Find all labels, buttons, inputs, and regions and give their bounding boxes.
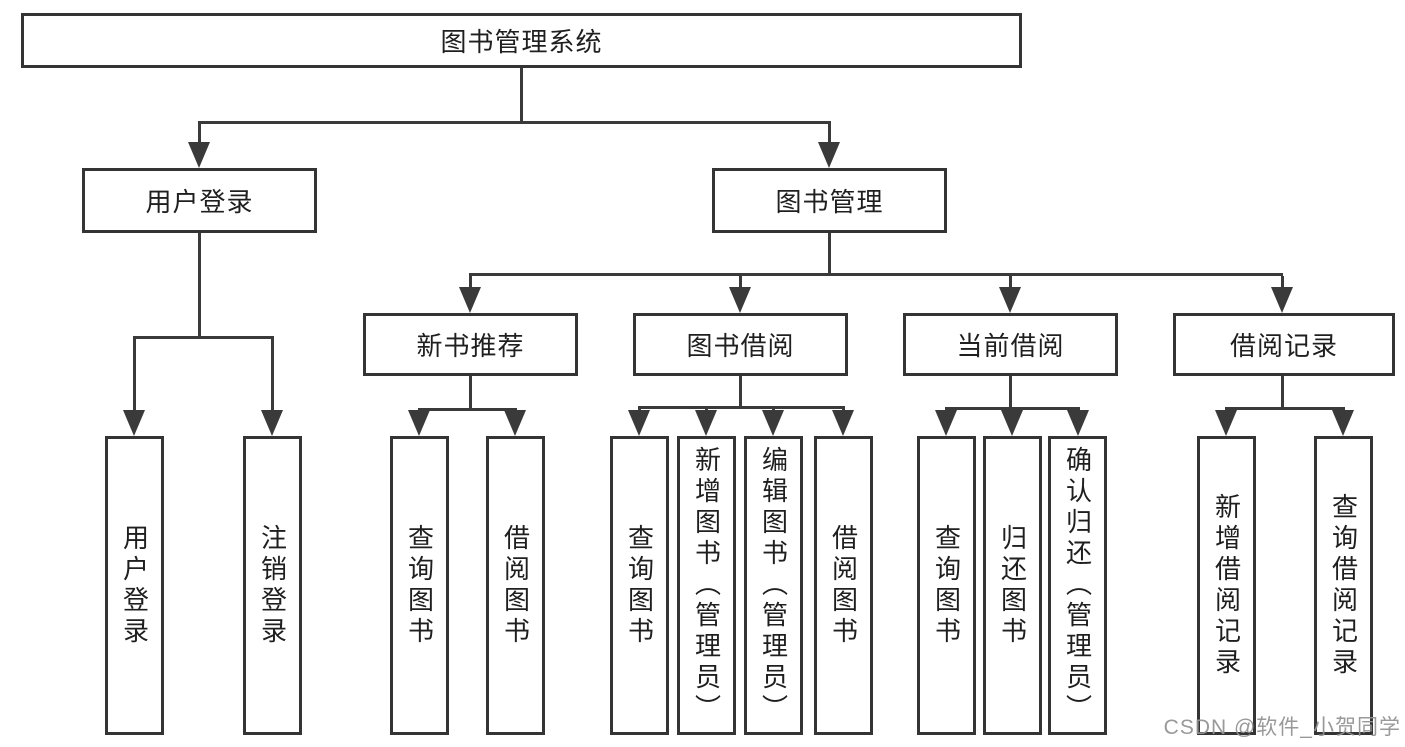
node-leaf-borrow-books-recommend: 借阅图书 [486,436,545,735]
connector-line [739,376,742,409]
connector-line [198,233,201,339]
node-book-borrowing: 图书借阅 [633,313,848,376]
arrowhead-down-icon [935,410,957,436]
connector-line [469,273,1283,276]
node-label: 借阅图书 [500,523,531,648]
node-label: 查询图书 [624,523,655,648]
connector-line [1281,276,1284,289]
connector-line [828,124,831,146]
arrowhead-down-icon [818,142,840,168]
node-label: 图书借阅 [686,331,795,361]
arrowhead-down-icon [695,410,717,436]
node-label: 图书管理 [775,187,884,217]
node-label: 新书推荐 [416,331,525,361]
node-label: 用户登录 [145,187,254,217]
connector-line [469,376,472,411]
node-label: 查询图书 [931,523,962,648]
arrowhead-down-icon [1332,410,1354,436]
node-book-management: 图书管理 [712,168,947,233]
arrowhead-down-icon [408,410,430,436]
node-label: 借阅记录 [1229,331,1338,361]
connector-line [418,408,517,411]
node-leaf-add-borrow-record: 新增借阅记录 [1197,436,1256,735]
connector-line [828,233,831,276]
node-leaf-query-borrow-record: 查询借阅记录 [1314,436,1373,735]
node-current-borrowing: 当前借阅 [903,313,1118,376]
node-library-system: 图书管理系统 [21,13,1022,68]
node-label: 借阅图书 [828,523,859,648]
node-label: 当前借阅 [956,331,1065,361]
node-leaf-borrow-books: 借阅图书 [814,436,873,735]
arrowhead-down-icon [1215,410,1237,436]
connector-line [739,276,742,289]
node-label: 用户登录 [119,523,150,648]
arrowhead-down-icon [762,410,784,436]
connector-line [133,339,136,412]
node-label: 编辑图书（管理员） [758,446,789,725]
node-leaf-logout: 注销登录 [243,436,302,735]
arrowhead-down-icon [1271,287,1293,313]
connector-line [271,339,274,412]
node-leaf-query-books-recommend: 查询图书 [390,436,449,735]
arrowhead-down-icon [504,410,526,436]
node-new-book-recommendation: 新书推荐 [363,313,578,376]
node-leaf-confirm-return-admin: 确认归还（管理员） [1048,436,1107,735]
watermark: CSDN @软件_小贺同学 [1163,716,1401,739]
arrowhead-down-icon [628,410,650,436]
node-label: 查询借阅记录 [1328,492,1359,679]
arrowhead-down-icon [459,287,481,313]
node-user-login: 用户登录 [82,168,317,233]
node-label: 新增借阅记录 [1211,492,1242,679]
node-leaf-add-books-admin: 新增图书（管理员） [677,436,736,735]
arrowhead-down-icon [1067,410,1089,436]
connector-line [133,336,274,339]
arrowhead-down-icon [729,287,751,313]
arrowhead-down-icon [999,287,1021,313]
node-leaf-edit-books-admin: 编辑图书（管理员） [744,436,803,735]
node-label: 查询图书 [404,523,435,648]
connector-line [1225,407,1345,410]
arrowhead-down-icon [261,410,283,436]
node-leaf-query-books-borrow: 查询图书 [610,436,669,735]
node-label: 新增图书（管理员） [691,446,722,725]
connector-line [198,121,831,124]
node-label: 注销登录 [257,523,288,648]
node-label: 确认归还（管理员） [1062,446,1093,725]
connector-line [842,406,845,413]
node-leaf-user-login: 用户登录 [105,436,164,735]
connector-line [469,276,472,289]
connector-line [1009,276,1012,289]
connector-line [638,406,641,413]
node-borrowing-records: 借阅记录 [1173,313,1395,376]
node-label: 归还图书 [997,523,1028,648]
connector-line [772,406,775,413]
node-label: 图书管理系统 [440,27,603,57]
connector-line [1009,376,1012,410]
arrowhead-down-icon [123,410,145,436]
arrowhead-down-icon [832,410,854,436]
node-leaf-return-books: 归还图书 [983,436,1042,735]
connector-line [638,406,844,409]
connector-line [520,68,523,124]
node-leaf-query-books-current: 查询图书 [917,436,976,735]
arrowhead-down-icon [188,142,210,168]
connector-line [198,124,201,146]
connector-line [705,406,708,413]
connector-line [1281,376,1284,410]
arrowhead-down-icon [1001,410,1023,436]
